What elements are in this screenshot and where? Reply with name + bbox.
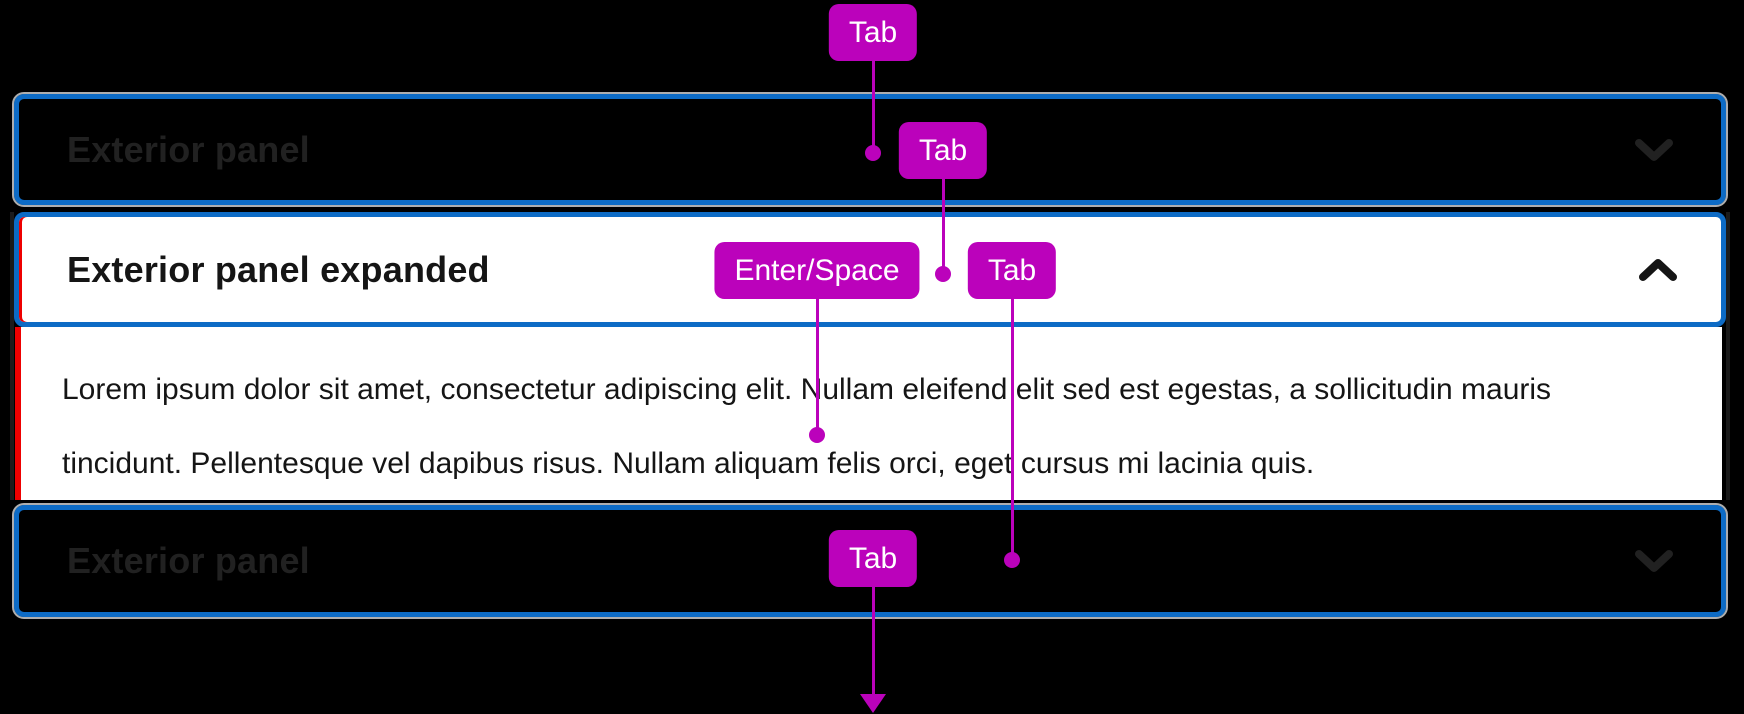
panel-title: Exterior panel bbox=[67, 128, 310, 170]
accordion-expanded-content: Lorem ipsum dolor sit amet, consectetur … bbox=[15, 327, 1722, 500]
connector-dot-2 bbox=[935, 266, 951, 282]
connector-line-1 bbox=[871, 61, 875, 153]
kbd-badge-tab-2: Tab bbox=[898, 122, 988, 179]
chevron-down-icon bbox=[1635, 138, 1673, 162]
panel-title: Exterior panel bbox=[67, 540, 310, 581]
connector-dot-1 bbox=[865, 145, 881, 161]
kbd-badge-tab-1: Tab bbox=[828, 4, 918, 61]
connector-arrowhead-icon bbox=[860, 694, 886, 713]
connector-dot-4 bbox=[1004, 552, 1020, 568]
connector-line-5 bbox=[871, 587, 875, 695]
chevron-down-icon bbox=[1635, 549, 1673, 573]
connector-line-3 bbox=[815, 299, 819, 435]
kbd-badge-tab-4: Tab bbox=[828, 530, 918, 587]
panel-title: Exterior panel expanded bbox=[67, 248, 490, 290]
accordion: Exterior panel Exterior panel expanded bbox=[12, 92, 1728, 619]
connector-line-4 bbox=[1010, 299, 1014, 560]
kbd-badge-tab-3: Tab bbox=[967, 242, 1057, 299]
chevron-up-icon bbox=[1639, 258, 1677, 282]
connector-dot-3 bbox=[809, 427, 825, 443]
kbd-badge-enter-space: Enter/Space bbox=[714, 242, 920, 299]
connector-line-2 bbox=[941, 179, 945, 274]
accordion-body-text: Lorem ipsum dolor sit amet, consectetur … bbox=[62, 373, 1552, 480]
accordion-header-exterior-panel-1[interactable]: Exterior panel bbox=[12, 92, 1728, 207]
